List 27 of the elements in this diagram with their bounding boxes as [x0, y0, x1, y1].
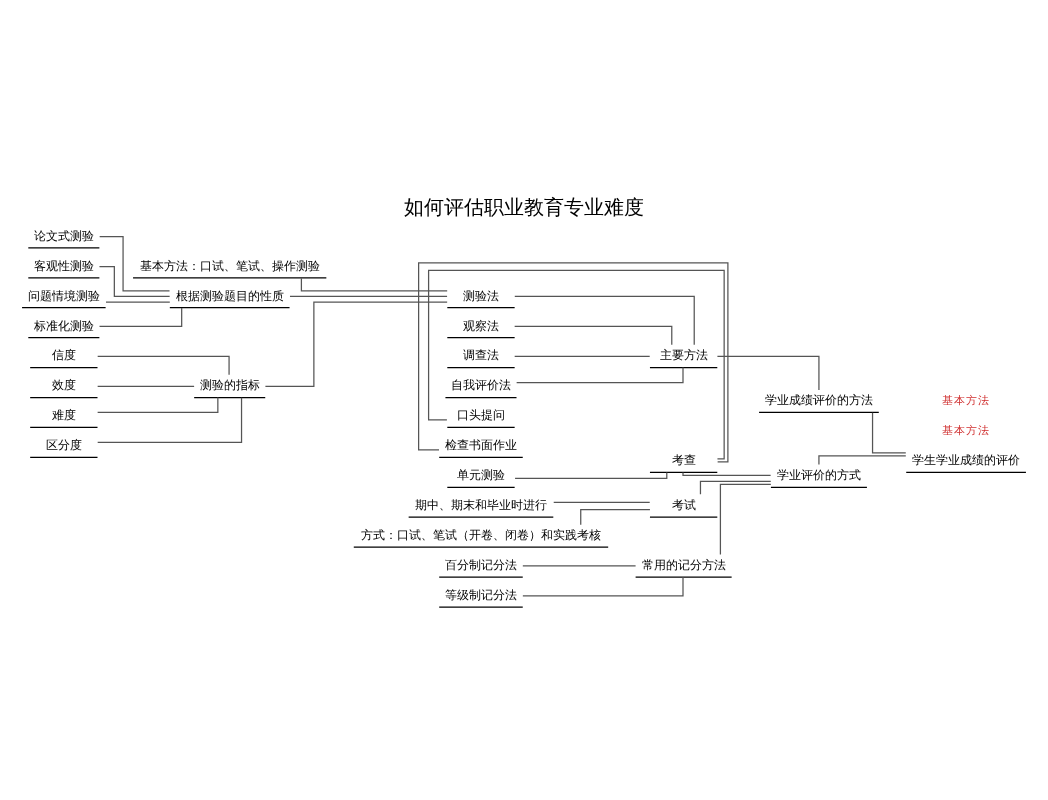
- connector: [716, 355, 820, 391]
- connector: [553, 501, 651, 503]
- connector: [98, 265, 171, 298]
- connector: [719, 483, 772, 556]
- connector: [264, 301, 448, 387]
- connector: [522, 576, 684, 597]
- connector: [699, 480, 772, 495]
- connector: [289, 295, 448, 298]
- diagram-title: 如何评估职业教育专业难度: [404, 197, 644, 220]
- connector: [97, 385, 195, 387]
- connector: [516, 367, 684, 384]
- connector: [97, 397, 243, 444]
- connector: [98, 307, 183, 328]
- connector: [514, 355, 651, 357]
- connector: [580, 509, 651, 526]
- connector: [514, 295, 695, 346]
- connector: [300, 277, 448, 292]
- connector: [871, 412, 907, 454]
- connector: [522, 565, 637, 567]
- connector: [818, 455, 907, 466]
- connector: [105, 301, 171, 303]
- connector: [97, 355, 230, 376]
- connector: [99, 236, 171, 292]
- connector: [682, 471, 772, 476]
- connector: [514, 471, 668, 479]
- connector: [97, 396, 219, 414]
- connector: [514, 325, 673, 346]
